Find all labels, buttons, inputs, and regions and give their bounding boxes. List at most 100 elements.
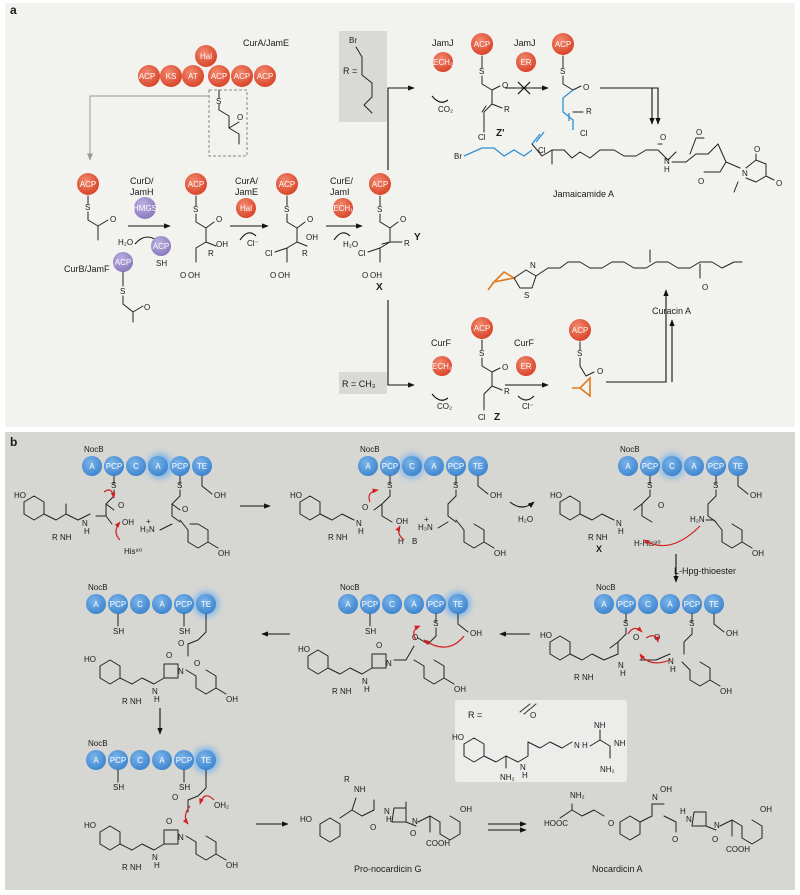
svg-text:TE: TE — [197, 462, 207, 471]
svg-text:H: H — [618, 527, 624, 536]
svg-text:S: S — [85, 203, 90, 212]
svg-text:H: H — [154, 861, 160, 870]
label-zprime: Z' — [496, 128, 505, 139]
svg-text:R: R — [404, 239, 410, 248]
nocb-label: NocB — [596, 583, 616, 592]
svg-text:R: R — [52, 533, 58, 542]
nocb-module-6: NocB A PCP C A PCP TE — [86, 583, 219, 617]
enzyme-jamj-1: JamJ — [432, 38, 454, 48]
svg-text:NH: NH — [614, 739, 626, 748]
curacin-structure: N S O — [487, 249, 743, 300]
svg-text:N: N — [362, 677, 368, 686]
svg-text:H: H — [680, 807, 686, 816]
svg-text:TE: TE — [709, 600, 719, 609]
svg-text:O: O — [530, 711, 536, 720]
cyclopropane-intermediate: ACP S O — [569, 319, 603, 398]
svg-text:N: N — [384, 807, 390, 816]
svg-text:NH₂: NH₂ — [570, 791, 585, 800]
svg-text:OH: OH — [188, 271, 200, 280]
start-acp: ACP S O — [77, 173, 116, 241]
enzyme-curd: CurD/ — [130, 176, 154, 186]
svg-text:C: C — [409, 462, 415, 471]
svg-text:NH: NH — [130, 863, 142, 872]
svg-text:R: R — [586, 107, 592, 116]
svg-text:C: C — [137, 600, 143, 609]
nocb-label: NocB — [360, 445, 380, 454]
arrow-to-curacin — [606, 289, 669, 383]
label-y: Y — [414, 232, 421, 243]
svg-text:R: R — [208, 249, 214, 258]
svg-text:R: R — [574, 673, 580, 682]
svg-text:R: R — [122, 863, 128, 872]
svg-text:OH: OH — [278, 271, 290, 280]
svg-text:A: A — [365, 462, 371, 471]
chloro-hmg-intermediate: ACP S O OH R Cl O OH — [265, 173, 318, 280]
arrow-branch-down — [387, 300, 415, 388]
svg-text:ACP: ACP — [188, 180, 204, 189]
svg-text:H: H — [358, 527, 364, 536]
svg-text:OH: OH — [122, 518, 134, 527]
svg-text:Cl: Cl — [580, 129, 588, 138]
svg-text:HOOC: HOOC — [544, 819, 568, 828]
svg-text:S: S — [647, 481, 652, 490]
svg-text:PCP: PCP — [176, 600, 192, 609]
svg-text:ACP: ACP — [555, 40, 571, 49]
structure-3: S S O OH HO R NH N H X H-His⁹⁰ H₂N OH — [550, 475, 764, 558]
hmgs-domain — [134, 197, 156, 219]
svg-text:HO: HO — [550, 491, 562, 500]
pro-nocardicin-structure: R NH HO O N H O N OH COOH — [300, 775, 472, 848]
svg-text:O: O — [370, 823, 376, 832]
svg-text:R: R — [588, 533, 594, 542]
module-label: CurA/JamE — [243, 38, 289, 48]
svg-text:O: O — [696, 128, 702, 137]
svg-text:OH: OH — [494, 549, 506, 558]
co2-top: CO₂ — [438, 105, 453, 114]
svg-text:O: O — [633, 633, 639, 642]
svg-text:OH: OH — [470, 629, 482, 638]
svg-text:+: + — [424, 515, 429, 524]
product-nocardicin-a: Nocardicin A — [592, 864, 643, 874]
svg-text:SH: SH — [113, 783, 124, 792]
svg-text:S: S — [623, 619, 628, 628]
r-label: R = — [343, 66, 357, 76]
svg-text:A: A — [431, 462, 437, 471]
co2-bottom: CO₂ — [437, 402, 452, 411]
nocb-label: NocB — [88, 583, 108, 592]
svg-text:S: S — [689, 619, 694, 628]
svg-text:O: O — [110, 215, 116, 224]
svg-text:NH: NH — [582, 673, 594, 682]
svg-text:ACP: ACP — [279, 180, 295, 189]
svg-text:A: A — [155, 462, 161, 471]
vinyl-chloride-intermediate: ACP S O R Cl — [552, 33, 592, 138]
ech1-domain — [333, 198, 353, 218]
svg-text:PCP: PCP — [618, 600, 634, 609]
svg-text:O: O — [502, 81, 508, 90]
svg-text:Cl: Cl — [265, 249, 273, 258]
svg-text:A: A — [93, 756, 99, 765]
r-group-box — [339, 31, 387, 122]
highlight-box — [208, 89, 248, 157]
svg-text:O: O — [502, 363, 508, 372]
svg-text:H: H — [522, 771, 528, 780]
hmgs-label: HMGS — [133, 204, 157, 213]
svg-text:OH: OH — [396, 517, 408, 526]
er-domain-top — [516, 52, 536, 72]
svg-text:C: C — [645, 600, 651, 609]
svg-text:H: H — [364, 685, 370, 694]
svg-text:HO: HO — [290, 491, 302, 500]
svg-text:PCP: PCP — [176, 756, 192, 765]
svg-text:O: O — [270, 271, 276, 280]
r-ch3-box — [339, 372, 387, 394]
svg-text:PCP: PCP — [448, 462, 464, 471]
svg-text:O: O — [400, 215, 406, 224]
svg-text:B: B — [412, 537, 417, 546]
module-domain-acp: ACP — [257, 72, 273, 81]
svg-text:NH: NH — [336, 533, 348, 542]
svg-text:PCP: PCP — [642, 462, 658, 471]
svg-text:HO: HO — [84, 821, 96, 830]
hal-domain — [236, 198, 256, 218]
svg-text:+: + — [146, 517, 151, 526]
svg-text:NH₂: NH₂ — [600, 765, 615, 774]
panel-a-letter: a — [10, 3, 17, 17]
svg-text:ACP: ACP — [115, 258, 131, 267]
